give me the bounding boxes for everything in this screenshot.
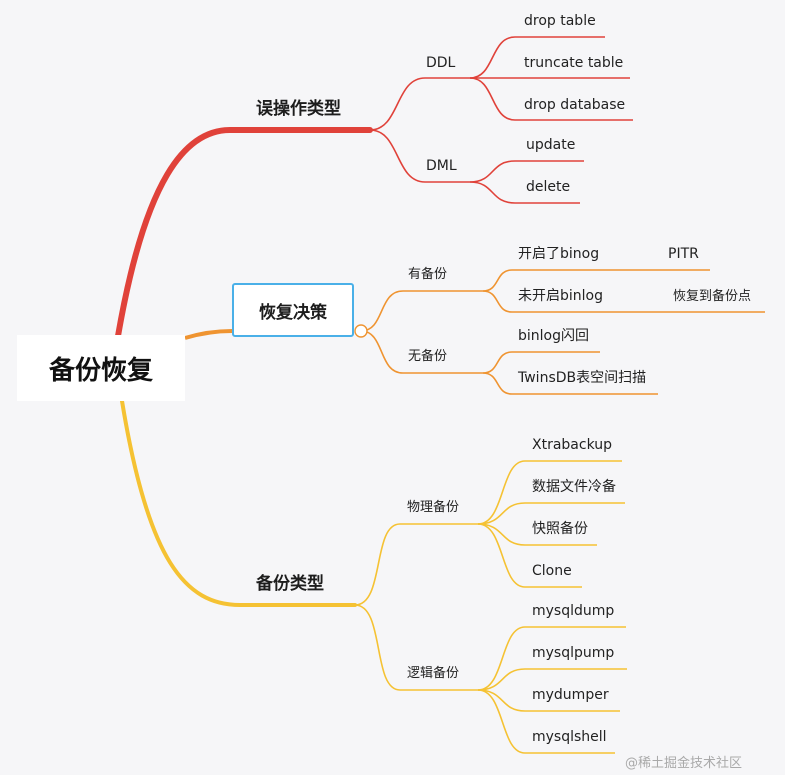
node-drop-table[interactable]: drop table	[524, 13, 596, 29]
connector-root-to-misoperation	[115, 127, 373, 339]
connector-dml-update	[469, 160, 584, 183]
node-recovery-decision-label: 恢复决策	[259, 302, 327, 323]
connector-logical-mysqlshell	[477, 689, 615, 754]
node-dml[interactable]: DML	[426, 158, 457, 174]
node-has-backup[interactable]: 有备份	[408, 267, 448, 282]
connector-ddl-droptable	[469, 36, 605, 79]
node-update[interactable]: update	[526, 137, 576, 153]
connector-hasbackup-binlogon	[482, 269, 710, 292]
node-xtrabackup[interactable]: Xtrabackup	[532, 437, 613, 453]
connector-logical-mydumper	[477, 689, 620, 712]
node-mysqldump[interactable]: mysqldump	[532, 603, 615, 619]
node-clone[interactable]: Clone	[532, 563, 572, 579]
node-backup-type[interactable]: 备份类型	[256, 574, 324, 594]
connector-recovery-hasbackup	[360, 290, 483, 332]
node-binlog-enabled[interactable]: 开启了binog	[518, 246, 600, 262]
root-node[interactable]: 备份恢复	[17, 335, 185, 401]
node-binlog-disabled[interactable]: 未开启binlog	[518, 288, 603, 304]
node-cold-backup[interactable]: 数据文件冷备	[532, 479, 616, 495]
node-snapshot-backup[interactable]: 快照备份	[532, 521, 588, 537]
node-delete[interactable]: delete	[526, 179, 571, 195]
node-no-backup[interactable]: 无备份	[408, 349, 448, 364]
connector-logical-mysqldump	[477, 626, 626, 691]
node-ddl[interactable]: DDL	[426, 55, 456, 71]
node-logical-backup[interactable]: 逻辑备份	[407, 666, 460, 681]
node-recovery-decision[interactable]: 恢复决策	[232, 283, 354, 337]
connector-physical-snapshot	[477, 523, 597, 546]
connector-nobackup-twinsdb	[482, 372, 658, 395]
connector-nobackup-flashback	[482, 351, 600, 374]
connector-backup-logical	[354, 604, 478, 691]
connector-physical-clone	[477, 523, 582, 588]
connector-ddl-dropdb	[469, 77, 633, 121]
connector-root-to-recovery	[184, 329, 233, 340]
connector-dml-delete	[469, 181, 580, 204]
connector-hasbackup-binlogoff	[482, 290, 765, 313]
connector-misop-dml	[369, 129, 470, 183]
node-mydumper[interactable]: mydumper	[532, 687, 609, 703]
node-physical-backup[interactable]: 物理备份	[407, 500, 460, 515]
node-drop-database[interactable]: drop database	[524, 97, 626, 113]
node-restore-to-backup-point[interactable]: 恢复到备份点	[673, 289, 752, 304]
node-twinsdb-scan[interactable]: TwinsDB表空间扫描	[518, 370, 647, 386]
collapse-toggle[interactable]	[354, 324, 368, 338]
connector-root-to-backup-type	[120, 399, 357, 607]
node-mysqlpump[interactable]: mysqlpump	[532, 645, 615, 661]
connector-misop-ddl	[369, 77, 470, 131]
node-mysqlshell[interactable]: mysqlshell	[532, 729, 607, 745]
watermark: @稀土掘金技术社区	[625, 756, 743, 771]
node-pitr[interactable]: PITR	[668, 246, 699, 262]
connector-logical-mysqlpump	[477, 668, 627, 691]
node-truncate-table[interactable]: truncate table	[524, 55, 624, 71]
connector-physical-xtrabackup	[477, 460, 622, 525]
node-binlog-flashback[interactable]: binlog闪回	[518, 328, 589, 344]
node-misoperation-type[interactable]: 误操作类型	[256, 99, 341, 119]
connector-recovery-nobackup	[360, 330, 483, 374]
connector-backup-physical	[354, 523, 478, 606]
connector-physical-coldbackup	[477, 502, 625, 525]
